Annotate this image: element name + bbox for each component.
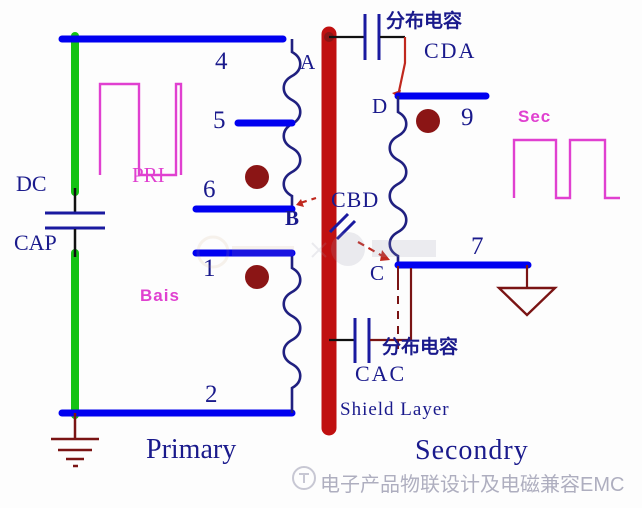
- cda-cn-label: 分布电容: [386, 11, 463, 32]
- label-sec-waveform: Sec: [518, 107, 552, 126]
- label-dc: DC: [16, 171, 47, 196]
- watermark-logo-glyph-icon: [299, 473, 309, 483]
- terminal-label-1: 1: [203, 255, 216, 282]
- terminal-label-2: 2: [205, 381, 218, 408]
- cbd-dash-upper: [299, 196, 317, 205]
- cbd-name-label: CBD: [331, 187, 380, 212]
- watermark-logo-icon: [292, 466, 316, 490]
- polarity-dot-secondary: [416, 109, 440, 133]
- cbd-plate-b: [335, 219, 357, 241]
- coil-secondary-D-C: [388, 96, 408, 266]
- node-label-D: D: [372, 94, 388, 118]
- cbd-arrow-upper: [296, 199, 304, 207]
- section-label-shield: Shield Layer: [340, 399, 450, 420]
- winding-label-bias: Bais: [140, 286, 180, 305]
- pri-waveform-path: [98, 82, 183, 177]
- watermark-text: 电子产品物联设计及电磁兼容EMC: [320, 474, 625, 496]
- terminal-label-4: 4: [215, 48, 228, 75]
- coil-bias-1-2: [282, 252, 302, 413]
- terminal-label-5: 5: [213, 107, 226, 134]
- polarity-dot-bias: [245, 265, 269, 289]
- cac-cn-label: 分布电容: [382, 337, 459, 358]
- secondary-ground-triangle: [496, 286, 558, 317]
- watermark-ghost-badge-2: [196, 235, 294, 269]
- terminal-label-6: 6: [203, 176, 216, 203]
- label-cap: CAP: [14, 230, 57, 255]
- watermark-ghost-badge: [311, 232, 436, 266]
- cac-name-label: CAC: [355, 361, 407, 386]
- section-label-primary: Primary: [146, 434, 237, 465]
- section-label-secondary: Secondry: [415, 435, 529, 466]
- terminal-label-7: 7: [471, 233, 484, 260]
- cbd-plate-a: [328, 212, 350, 234]
- cda-name-label: CDA: [424, 38, 477, 63]
- node-label-A: A: [300, 50, 316, 74]
- sec-waveform-path: [512, 138, 620, 200]
- polarity-dot-primary: [245, 165, 269, 189]
- node-label-B: B: [285, 206, 300, 230]
- label-pri-waveform: PRI: [132, 163, 165, 187]
- cda-connector-to-D: [396, 37, 407, 97]
- node-label-C: C: [370, 261, 385, 285]
- terminal-label-9: 9: [461, 104, 474, 131]
- cac-lead-right-to-C: [370, 268, 413, 342]
- cbd-arrow-lower: [380, 250, 390, 261]
